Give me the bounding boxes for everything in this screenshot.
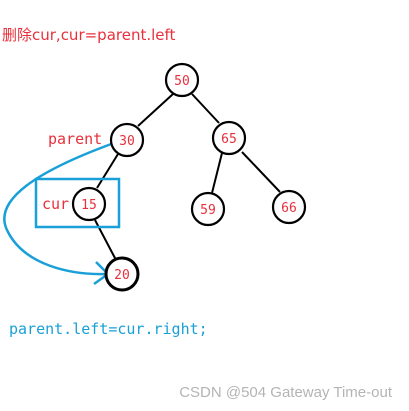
code-statement: parent.left=cur.right;	[9, 320, 208, 338]
node-15: 15	[71, 186, 107, 222]
parent-label: parent	[48, 130, 102, 148]
node-59: 59	[190, 191, 226, 227]
tree-edges	[94, 93, 281, 261]
node-59-label: 59	[200, 203, 216, 218]
relink-arrow	[3, 141, 115, 276]
node-65-label: 65	[221, 132, 237, 147]
node-50-label: 50	[174, 74, 190, 89]
edge-65-66	[241, 151, 281, 193]
node-20-label: 20	[114, 268, 130, 283]
caption-title: 删除cur,cur=parent.left	[2, 26, 176, 44]
edge-65-59	[211, 152, 223, 194]
node-30: 30	[109, 122, 145, 158]
cur-label: cur	[42, 195, 69, 213]
node-66: 66	[271, 189, 307, 225]
edge-50-30	[137, 93, 174, 127]
node-66-label: 66	[281, 201, 297, 216]
watermark: CSDN @504 Gateway Time-out	[179, 384, 393, 401]
tree-nodes: 50 30 65 15 59 66 20	[71, 62, 307, 292]
node-65: 65	[211, 120, 247, 156]
node-15-label: 15	[81, 198, 97, 213]
cur-highlight-box	[34, 177, 121, 229]
edge-50-65	[191, 93, 220, 124]
node-30-label: 30	[119, 134, 135, 149]
node-50: 50	[164, 62, 200, 98]
node-20: 20	[104, 256, 140, 292]
edge-30-15	[96, 153, 119, 189]
